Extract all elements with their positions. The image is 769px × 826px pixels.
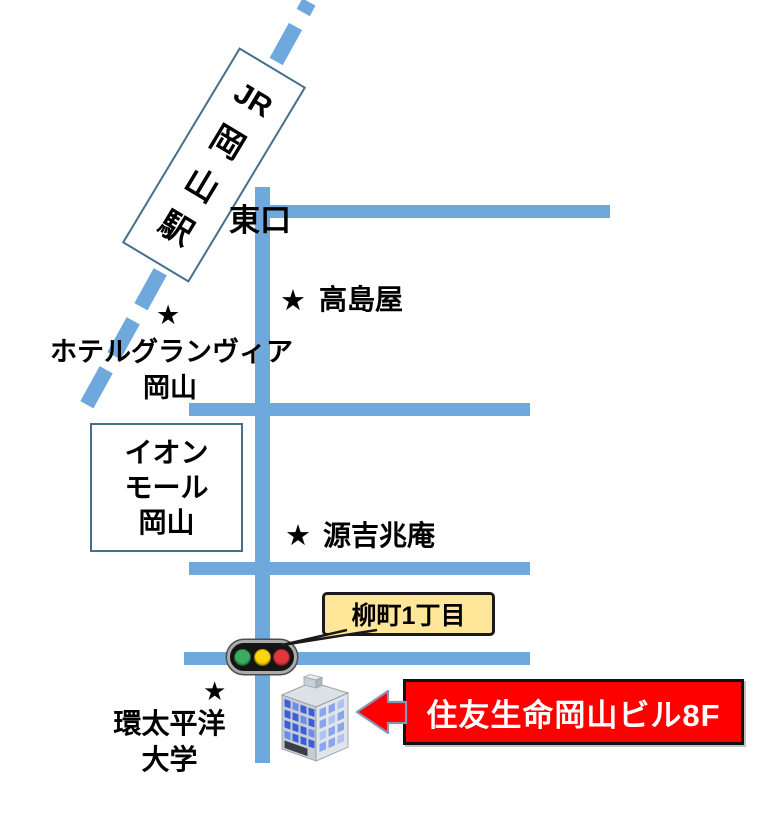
station-box: JR 岡 山 駅	[121, 47, 307, 283]
minamoto-star-icon: ★	[285, 520, 311, 552]
signal-green-light	[234, 648, 252, 666]
arrow-left-icon	[355, 689, 408, 735]
road-horizontal-3	[189, 562, 530, 575]
hotel-star-icon: ★	[156, 300, 181, 330]
destination-label: 住友生命岡山ビル8F	[426, 697, 721, 733]
aeon-line3: 岡山	[138, 507, 195, 538]
hotel-name-line2: 岡山	[143, 373, 197, 403]
signal-yellow-light	[253, 648, 271, 666]
minamoto-label: 源吉兆庵	[323, 520, 436, 551]
yanagimachi-callout: 柳町1丁目	[322, 592, 495, 636]
university-name: 環太平洋 大学	[92, 706, 247, 778]
traffic-light-icon	[227, 640, 297, 674]
university-star-icon: ★	[203, 676, 227, 706]
destination-box: 住友生命岡山ビル8F	[403, 679, 744, 745]
aeon-line2: モール	[124, 472, 209, 503]
university-name-line1: 環太平洋	[113, 708, 226, 739]
east-exit-label: 東口	[229, 203, 291, 238]
hotel-name: ホテルグランヴィア 岡山	[50, 334, 293, 406]
university-name-line2: 大学	[141, 744, 198, 775]
road-horizontal-1	[255, 205, 610, 218]
aeon-line1: イオン	[124, 437, 209, 468]
takashimaya-label: 高島屋	[319, 284, 404, 315]
building-side-face	[315, 692, 349, 762]
signal-red-light	[272, 648, 290, 666]
hotel-name-line1: ホテルグランヴィア	[50, 337, 293, 367]
building-front-face	[281, 694, 317, 762]
yanagimachi-callout-label: 柳町1丁目	[351, 602, 466, 630]
aeon-mall-box: イオン モール 岡山	[90, 423, 243, 552]
building-icon	[280, 674, 350, 762]
takashimaya-star-icon: ★	[280, 285, 306, 317]
road-vertical	[255, 187, 270, 763]
